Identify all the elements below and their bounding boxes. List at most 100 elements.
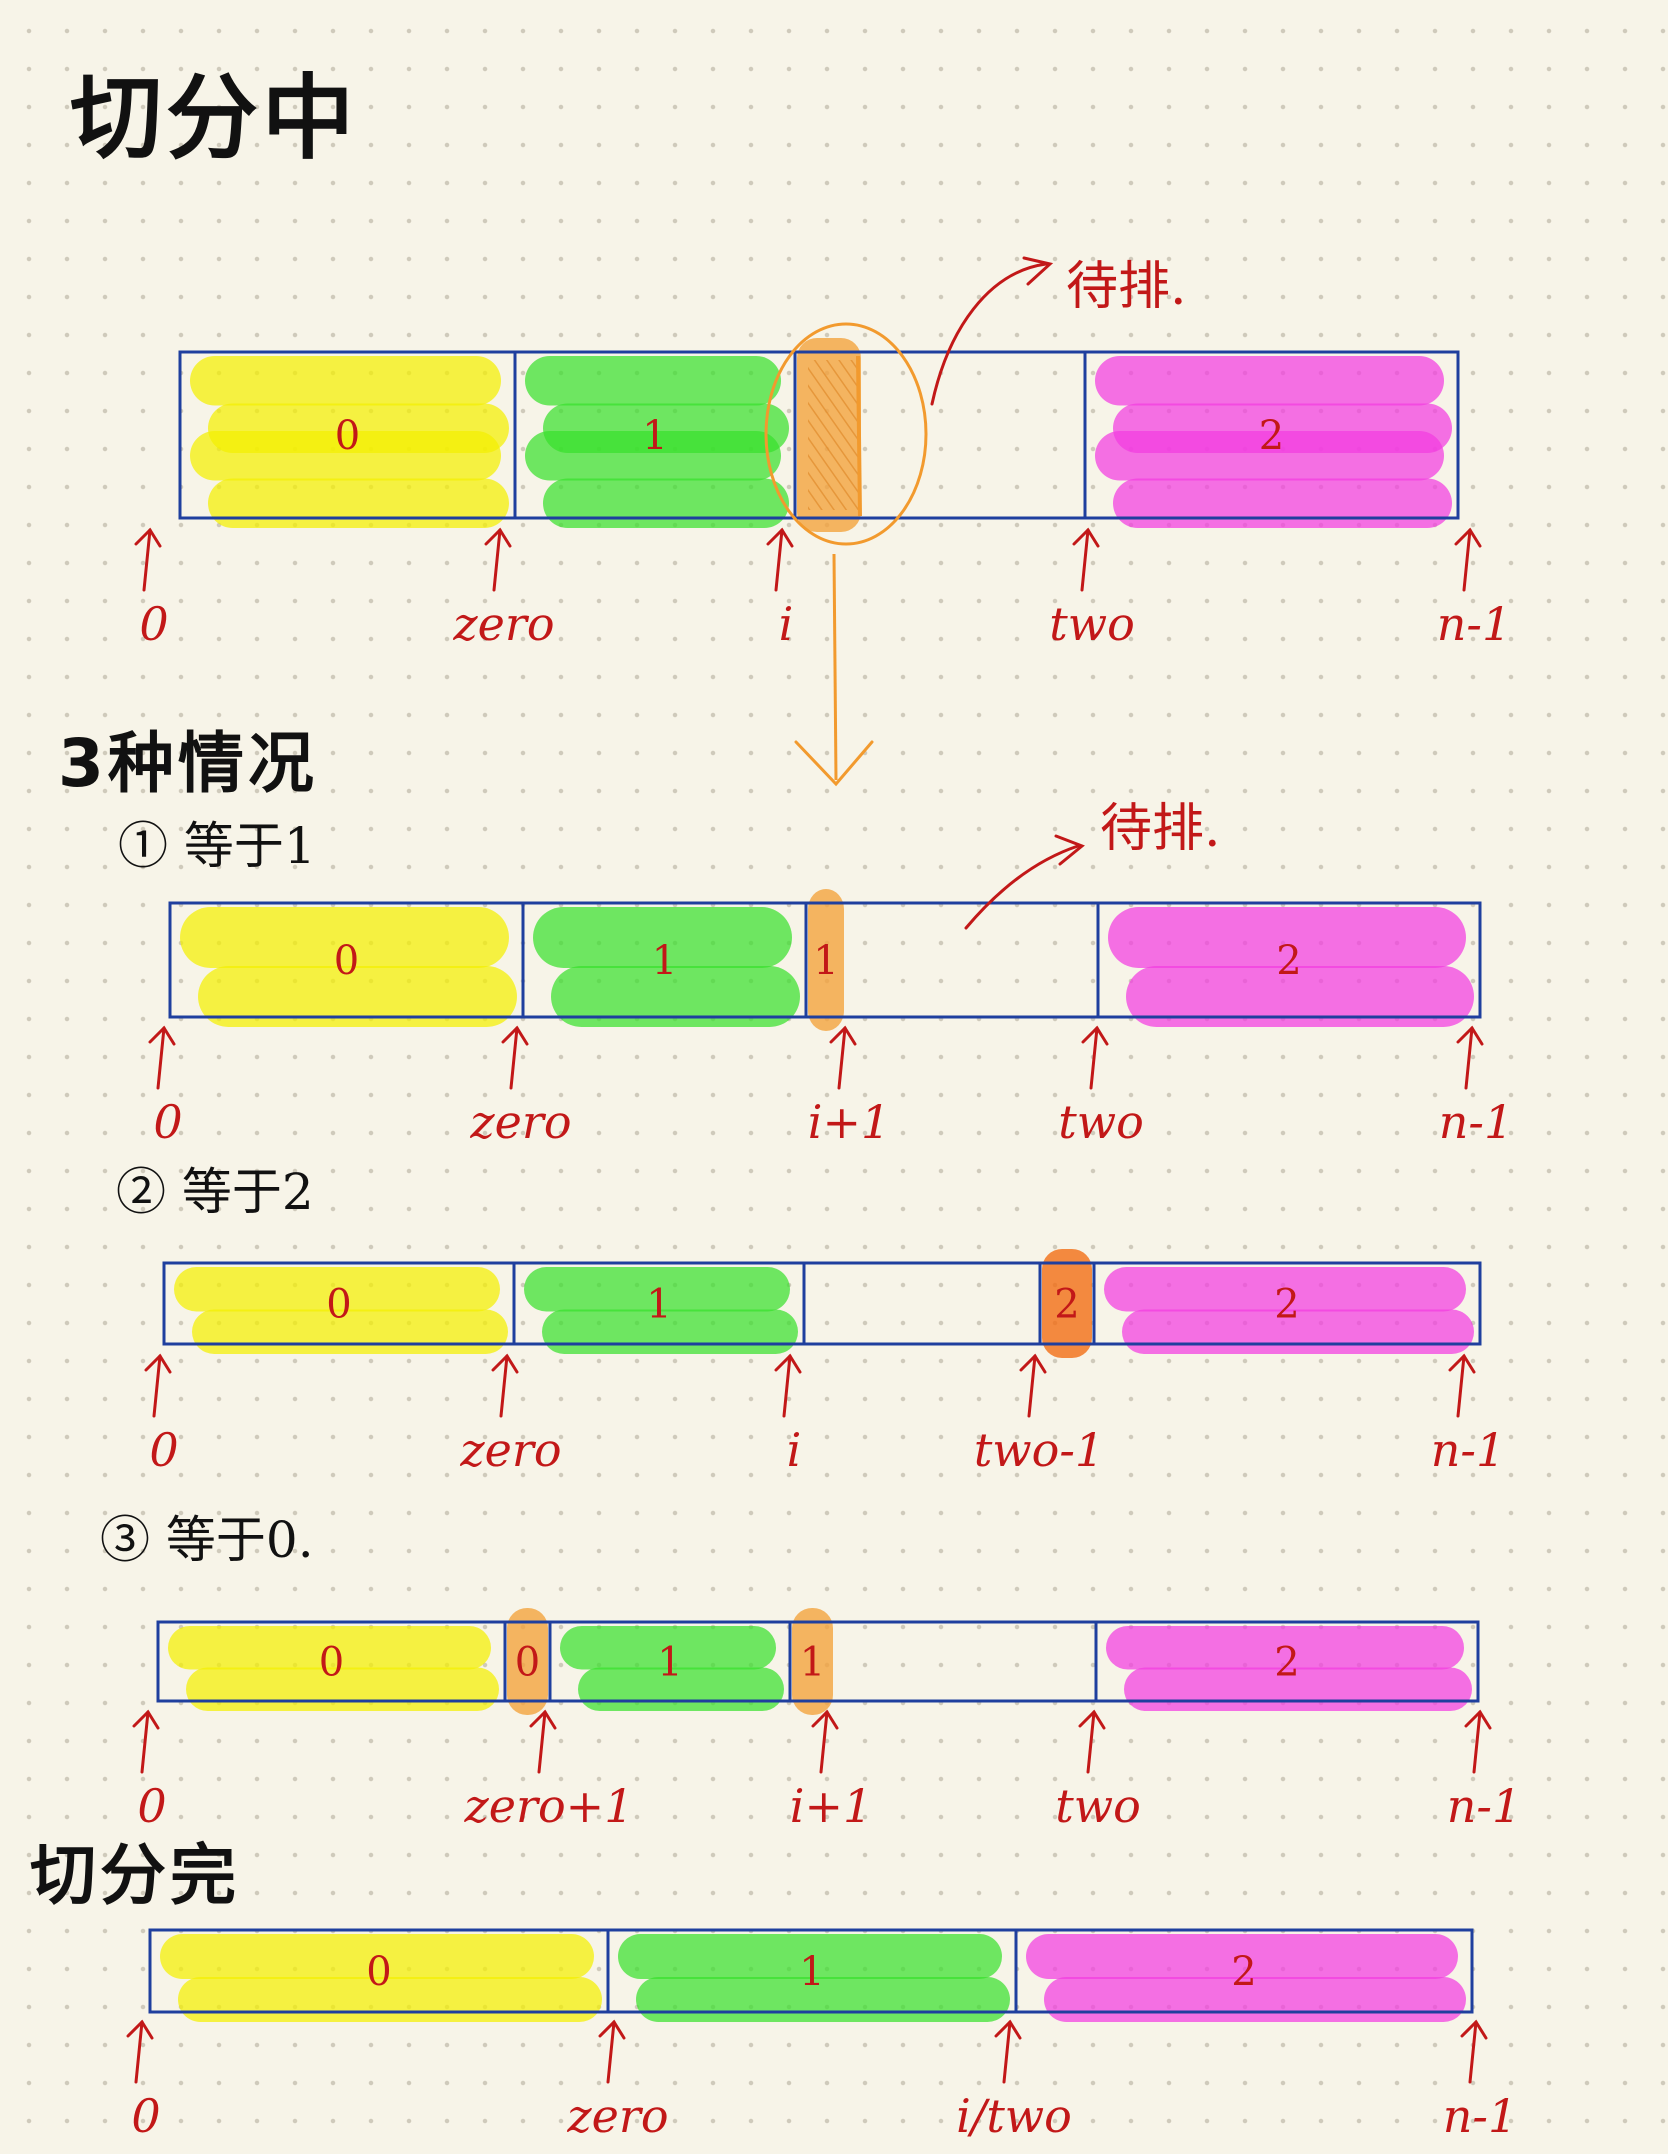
array-1-pointer-4-arrowhead	[1072, 527, 1100, 548]
array-5-pointer-3-label: i/two	[956, 2089, 1072, 2143]
array-4-pointer-3-label: i+1	[790, 1779, 873, 1833]
array-3-segment-5-label: 2	[1274, 1282, 1299, 1328]
array-2-segment-2-one-stroke	[551, 966, 800, 1027]
array-5-pointer-4-label: n-1	[1443, 2089, 1517, 2143]
array-2-segment-3-label: 1	[813, 938, 838, 984]
case-3-label: ③ 等于0.	[100, 1500, 314, 1572]
array-2-pointer-3-label: i+1	[808, 1095, 891, 1149]
array-2-pointer-1-label: 0	[153, 1095, 182, 1149]
heading-done: 切分完	[30, 1837, 240, 1914]
array-2-pointer-4-arrowhead	[1081, 1025, 1109, 1046]
array-4-pointer-4-shaft	[1086, 1710, 1096, 1774]
array-1-pointer-3-label: i	[779, 597, 794, 651]
array-1-pointer-1-arrowhead	[134, 527, 162, 548]
array-1-pointer-2-arrowhead	[484, 527, 512, 548]
array-2-pointer-1-arrowhead	[148, 1025, 176, 1046]
array-2-box	[168, 901, 1482, 1019]
array-4-segment-4-label: 1	[800, 1640, 825, 1686]
array-1-pointer-5-label: n-1	[1437, 597, 1511, 651]
array-3-segment-4-current-highlight	[1042, 1249, 1092, 1358]
array-5-pointer-4-shaft	[1468, 2020, 1478, 2084]
down-arrow-shaft	[832, 553, 838, 781]
array-4-pointer-3-shaft	[819, 1710, 829, 1774]
array-2-segment-2-label: 1	[652, 938, 677, 984]
array-2-pointer-2-label: zero	[469, 1095, 571, 1149]
pending-note-top-arrow	[930, 262, 1048, 406]
array-2-pointer-3-arrowhead	[829, 1025, 857, 1046]
array-1-segment-1-zero-stroke	[190, 356, 501, 406]
array-3-segment-5-two-stroke	[1104, 1267, 1466, 1312]
array-1-pointer-3-shaft	[774, 528, 784, 592]
array-3-pointer-3-label: i	[787, 1423, 802, 1477]
array-3-segment-4-label: 2	[1054, 1282, 1079, 1328]
pending-note-top-arrowhead	[1022, 256, 1054, 286]
array-3-pointer-3-arrowhead	[774, 1353, 802, 1374]
array-4-segment-6-label: 2	[1274, 1640, 1299, 1686]
array-5-pointer-2-shaft	[606, 2020, 616, 2084]
array-1-pointer-1-shaft	[142, 528, 152, 592]
array-4-pointer-2-shaft	[537, 1710, 547, 1774]
array-4-pointer-5-arrowhead	[1464, 1709, 1492, 1730]
case-1-label: ① 等于1	[118, 806, 316, 878]
array-1-segment-1-label: 0	[335, 413, 360, 459]
array-4-segment-3-label: 1	[657, 1640, 682, 1686]
array-1-segment-5-two-stroke	[1095, 431, 1444, 481]
array-4-pointer-1-shaft	[140, 1710, 150, 1774]
array-3-pointer-5-shaft	[1456, 1354, 1466, 1418]
case-2-text: 等于2	[181, 1163, 314, 1221]
array-3-pointer-1-label: 0	[149, 1423, 178, 1477]
array-1-segment-2-one-stroke	[525, 356, 781, 406]
array-3-pointer-4-shaft	[1027, 1354, 1037, 1418]
array-5-segment-2-label: 1	[799, 1949, 824, 1995]
array-4-segment-2-label: 0	[515, 1640, 540, 1686]
array-1-pointer-4-shaft	[1080, 528, 1090, 592]
heading-three-cases: 3种情况	[58, 725, 318, 802]
array-2-segment-1-label: 0	[334, 938, 359, 984]
array-1-segment-2-one-stroke	[525, 431, 781, 481]
array-5-pointer-2-arrowhead	[598, 2019, 626, 2040]
array-4-pointer-2-label: zero+1	[464, 1779, 634, 1833]
array-4-segment-1-label: 0	[319, 1640, 344, 1686]
array-1-pointer-1-label: 0	[139, 597, 168, 651]
array-2-pointer-1-shaft	[156, 1026, 166, 1090]
array-5-segment-1-label: 0	[366, 1949, 391, 1995]
array-4-pointer-1-label: 0	[137, 1779, 166, 1833]
array-1-pointer-2-shaft	[492, 528, 502, 592]
array-2-pointer-5-arrowhead	[1456, 1025, 1484, 1046]
array-3-pointer-4-arrowhead	[1019, 1353, 1047, 1374]
array-5-pointer-3-arrowhead	[994, 2019, 1022, 2040]
array-1-pointer-4-label: two	[1049, 597, 1135, 651]
array-1-pointer-2-label: zero	[452, 597, 554, 651]
array-4-pointer-5-shaft	[1472, 1710, 1482, 1774]
array-5-segment-3-label: 2	[1231, 1949, 1256, 1995]
array-5-pointer-1-arrowhead	[126, 2019, 154, 2040]
case-2-label: ② 等于2	[116, 1152, 314, 1224]
array-2-segment-1-zero-stroke	[198, 966, 517, 1027]
array-1-pointer-5-arrowhead	[1454, 527, 1482, 548]
array-3-pointer-1-shaft	[152, 1354, 162, 1418]
array-5-pointer-1-shaft	[134, 2020, 144, 2084]
case-2-marker: ②	[116, 1163, 166, 1221]
array-4-pointer-4-label: two	[1055, 1779, 1141, 1833]
pending-note-top: 待排.	[1066, 257, 1187, 317]
array-2-pointer-5-label: n-1	[1439, 1095, 1513, 1149]
array-2-segment-1-zero-stroke	[180, 907, 509, 968]
array-4-segment-6-two-stroke	[1106, 1626, 1464, 1670]
array-3-pointer-3-shaft	[782, 1354, 792, 1418]
array-4-segment-2-current-highlight	[507, 1608, 548, 1715]
array-3-segment-2-label: 1	[646, 1282, 671, 1328]
array-5-segment-1-zero-stroke	[160, 1934, 594, 1979]
array-5-segment-3-two-stroke	[1026, 1934, 1458, 1979]
case-3-marker: ③	[100, 1511, 150, 1569]
array-3-segment-2-one-stroke	[524, 1267, 790, 1312]
array-5-pointer-3-shaft	[1002, 2020, 1012, 2084]
array-2-segment-5-two-stroke	[1108, 907, 1466, 968]
array-2-pointer-2-arrowhead	[501, 1025, 529, 1046]
array-3-pointer-2-label: zero	[459, 1423, 561, 1477]
array-2-pointer-5-shaft	[1464, 1026, 1474, 1090]
array-3-segment-1-zero-stroke	[174, 1267, 500, 1312]
array-5-segment-2-one-stroke	[618, 1934, 1002, 1979]
array-4-segment-3-one-stroke	[560, 1626, 776, 1670]
array-3-pointer-5-arrowhead	[1448, 1353, 1476, 1374]
